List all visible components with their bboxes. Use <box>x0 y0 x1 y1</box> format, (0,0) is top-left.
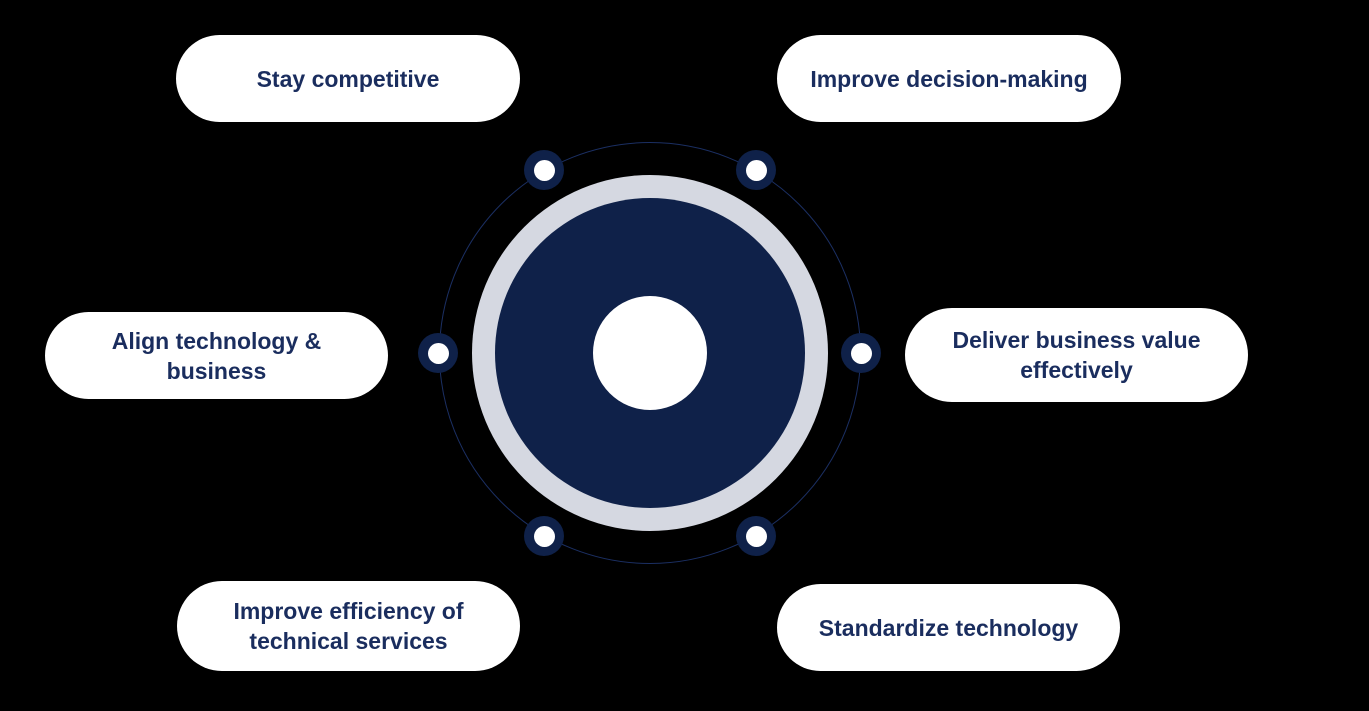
orbit-node-core <box>745 525 767 547</box>
label-text: Align technology & business <box>111 327 322 384</box>
orbit-node-bottom-right <box>736 516 776 556</box>
label-text: Improve efficiency of technical services <box>233 598 464 654</box>
orbit-node-core <box>427 342 449 364</box>
label-text: Deliver business value effectively <box>952 327 1201 383</box>
orbit-node-top-left <box>524 150 564 190</box>
hub-center-circle <box>593 296 707 410</box>
label-text: Stay competitive <box>256 65 440 92</box>
label-pill-deliver-business-value: Deliver business value effectively <box>905 308 1248 402</box>
label-pill-standardize-technology: Standardize technology <box>777 584 1120 671</box>
label-pill-stay-competitive: Stay competitive <box>176 35 520 122</box>
label-pill-improve-efficiency: Improve efficiency of technical services <box>177 581 520 671</box>
label-text: Standardize technology <box>818 614 1079 641</box>
orbit-node-core <box>745 159 767 181</box>
orbit-node-right <box>841 333 881 373</box>
orbit-node-core <box>533 525 555 547</box>
label-pill-align-technology-business: Align technology & business <box>45 312 388 399</box>
orbit-node-core <box>850 342 872 364</box>
label-text: Improve decision-making <box>810 65 1088 92</box>
orbit-node-left <box>418 333 458 373</box>
label-pill-improve-decision-making: Improve decision-making <box>777 35 1121 122</box>
orbit-node-bottom-left <box>524 516 564 556</box>
orbit-node-core <box>533 159 555 181</box>
orbit-node-top-right <box>736 150 776 190</box>
